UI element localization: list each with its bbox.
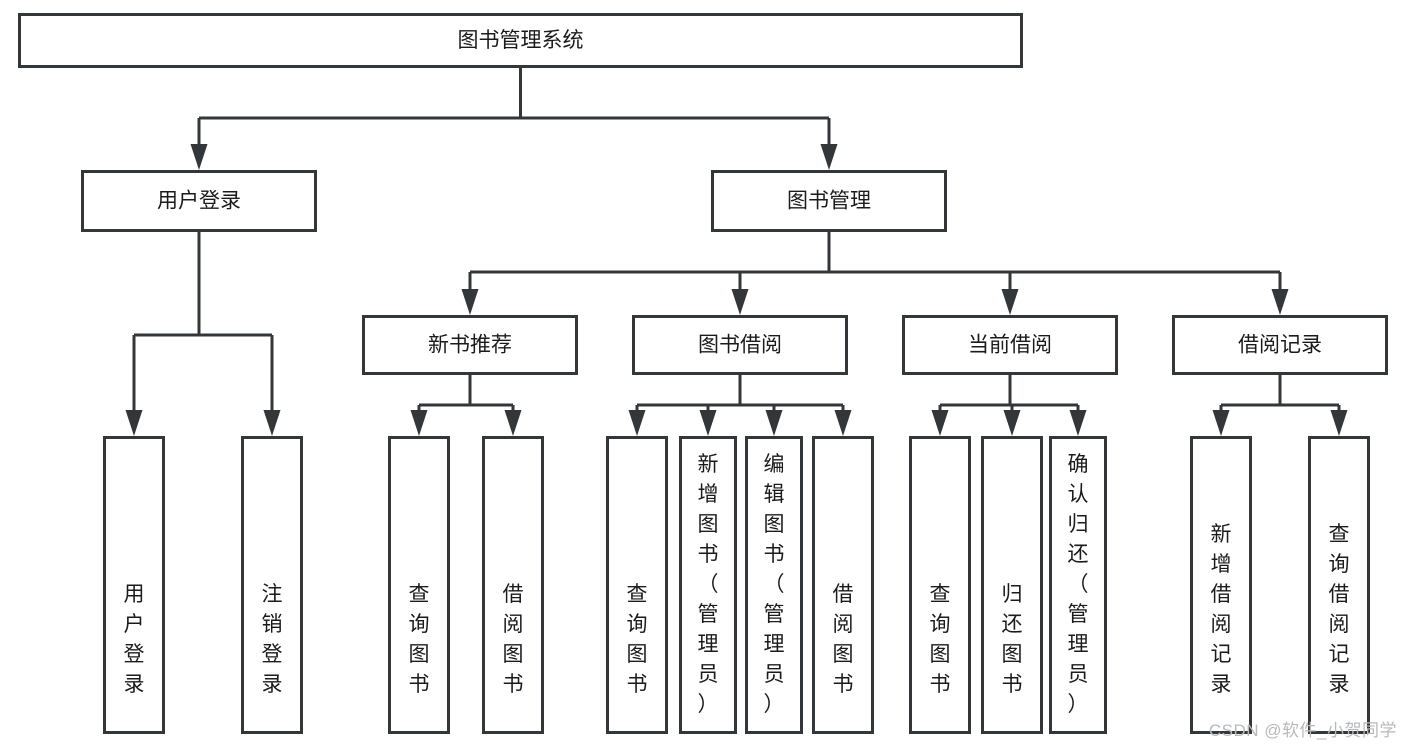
node-box[interactable] [902,315,1118,375]
node-leaf-return-book[interactable]: 归还图书 [981,436,1043,734]
node-box[interactable] [812,436,874,734]
node-leaf-query-book-a[interactable]: 查询图书 [388,436,450,734]
arrow-head-icon [1271,289,1289,315]
node-box[interactable] [1190,436,1252,734]
node-new-book-rec[interactable]: 新书推荐 [362,315,578,375]
connector-group-new-book-rec [410,375,522,436]
arrow-head-icon [1001,289,1019,315]
node-label: 查询借阅记录 [1329,523,1350,696]
node-box[interactable] [711,170,947,232]
node-book-borrow[interactable]: 图书借阅 [632,315,848,375]
node-label: 新增借阅记录 [1211,523,1232,696]
arrow-head-icon [1003,410,1021,436]
node-box[interactable] [632,315,848,375]
node-leaf-edit-book[interactable]: 编辑图书（管理员） [745,436,803,734]
node-label: 用户登录 [124,583,145,696]
node-label: 图书管理 [787,190,871,213]
connector-group-current-borrow [931,375,1087,436]
node-label: 确认归还（管理员） [1068,453,1089,716]
node-leaf-logout[interactable]: 注销登录 [241,436,303,734]
connector-group-root [190,68,838,170]
node-label: 图书借阅 [698,334,782,357]
node-label: 图书管理系统 [458,29,584,52]
node-leaf-borrow-book-a[interactable]: 借阅图书 [482,436,544,734]
node-current-borrow[interactable]: 当前借阅 [902,315,1118,375]
node-label: 借阅记录 [1238,334,1322,357]
arrow-head-icon [504,410,522,436]
node-box[interactable] [241,436,303,734]
connector-layer [125,68,1348,436]
arrow-head-icon [1069,410,1087,436]
node-box[interactable] [606,436,668,734]
connector-group-borrow-record [1212,375,1348,436]
node-box[interactable] [103,436,165,734]
node-label: 注销登录 [262,583,283,696]
arrow-head-icon [461,289,479,315]
node-box[interactable] [482,436,544,734]
node-label: 借阅图书 [503,583,524,696]
node-leaf-query-book-c[interactable]: 查询图书 [909,436,971,734]
node-box[interactable] [18,13,1023,68]
arrow-head-icon [699,410,717,436]
node-leaf-confirm-return[interactable]: 确认归还（管理员） [1049,436,1107,734]
arrow-head-icon [410,410,428,436]
connector-group-user-login [125,232,281,436]
node-label: 查询图书 [930,583,951,696]
node-root[interactable]: 图书管理系统 [18,13,1023,68]
node-box[interactable] [1049,436,1107,734]
arrow-head-icon [628,410,646,436]
arrow-head-icon [820,144,838,170]
arrow-head-icon [731,289,749,315]
node-box[interactable] [1308,436,1370,734]
node-label: 新书推荐 [428,334,512,357]
node-book-manage[interactable]: 图书管理 [711,170,947,232]
node-label: 用户登录 [157,190,241,213]
arrow-head-icon [931,410,949,436]
node-box[interactable] [388,436,450,734]
node-box[interactable] [81,170,317,232]
arrow-head-icon [1212,410,1230,436]
node-user-login[interactable]: 用户登录 [81,170,317,232]
node-leaf-query-record[interactable]: 查询借阅记录 [1308,436,1370,734]
node-leaf-add-record[interactable]: 新增借阅记录 [1190,436,1252,734]
arrow-head-icon [125,410,143,436]
node-leaf-query-book-b[interactable]: 查询图书 [606,436,668,734]
connector-group-book-manage [461,232,1289,315]
node-box[interactable] [679,436,737,734]
node-leaf-add-book[interactable]: 新增图书（管理员） [679,436,737,734]
node-borrow-record[interactable]: 借阅记录 [1172,315,1388,375]
arrow-head-icon [263,410,281,436]
node-label: 查询图书 [409,583,430,696]
arrow-head-icon [1330,410,1348,436]
arrow-head-icon [190,144,208,170]
arrow-head-icon [765,410,783,436]
connector-group-book-borrow [628,375,852,436]
node-label: 借阅图书 [833,583,854,696]
node-layer: 图书管理系统用户登录图书管理新书推荐图书借阅当前借阅借阅记录用户登录注销登录查询… [18,13,1388,734]
csdn-watermark: CSDN @软件_小贺同学 [1208,721,1397,740]
node-leaf-borrow-book-b[interactable]: 借阅图书 [812,436,874,734]
node-label: 查询图书 [627,583,648,696]
node-box[interactable] [362,315,578,375]
arrow-head-icon [834,410,852,436]
node-box[interactable] [745,436,803,734]
node-label: 编辑图书（管理员） [764,453,785,716]
node-label: 当前借阅 [968,334,1052,357]
node-label: 新增图书（管理员） [698,453,719,716]
node-box[interactable] [1172,315,1388,375]
node-label: 归还图书 [1002,583,1023,696]
node-box[interactable] [909,436,971,734]
node-box[interactable] [981,436,1043,734]
node-leaf-user-login[interactable]: 用户登录 [103,436,165,734]
